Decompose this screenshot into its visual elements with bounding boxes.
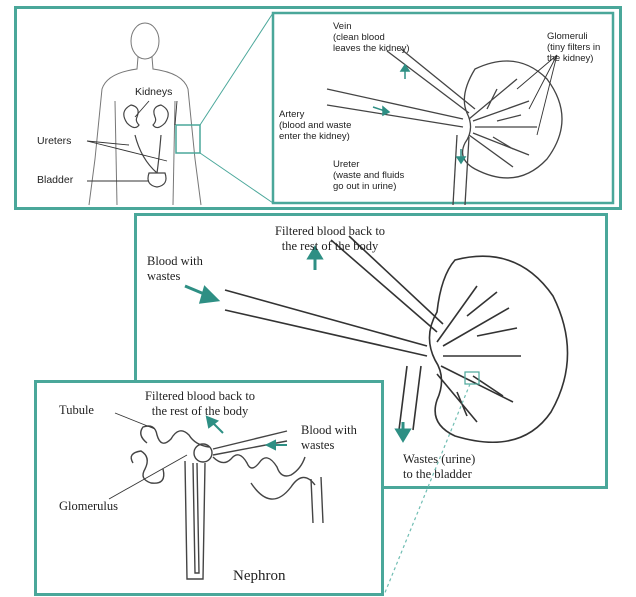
nephron-label-glomerulus: Glomerulus: [59, 499, 118, 514]
mid-label-wastes-urine: Wastes (urine) to the bladder: [403, 452, 475, 482]
label-ureter: Ureter (waste and fluids go out in urine…: [333, 159, 404, 192]
nephron-label-tubule: Tubule: [59, 403, 94, 418]
nephron-label-blood-with-wastes: Blood with wastes: [301, 423, 357, 453]
body-bladder: [148, 173, 166, 187]
label-kidneys: Kidneys: [135, 87, 172, 98]
mid-label-filtered-blood: Filtered blood back to the rest of the b…: [275, 224, 385, 254]
nephron-flow-arrows: [207, 417, 287, 449]
top-figure-drawing: [17, 9, 619, 207]
label-glomeruli: Glomeruli (tiny filters in the kidney): [547, 31, 600, 64]
body-kidneys: [124, 105, 168, 128]
label-artery: Artery (blood and waste enter the kidney…: [279, 109, 351, 142]
kidney-zoom-box: [176, 125, 200, 153]
nephron-leader-lines: [109, 413, 187, 499]
nephron-panel: Filtered blood back to the rest of the b…: [34, 380, 384, 596]
nephron-label-title: Nephron: [233, 569, 286, 584]
mid-label-blood-with-wastes: Blood with wastes: [147, 254, 203, 284]
label-vein: Vein (clean blood leaves the kidney): [333, 21, 410, 54]
label-bladder: Bladder: [37, 175, 73, 186]
human-body-outline: [89, 23, 201, 205]
top-figure-panel: Kidneys Ureters Bladder Vein (clean bloo…: [14, 6, 622, 210]
nephron-label-filtered-blood: Filtered blood back to the rest of the b…: [145, 389, 255, 419]
label-ureters: Ureters: [37, 136, 71, 147]
nephron-tubule: [131, 426, 323, 579]
